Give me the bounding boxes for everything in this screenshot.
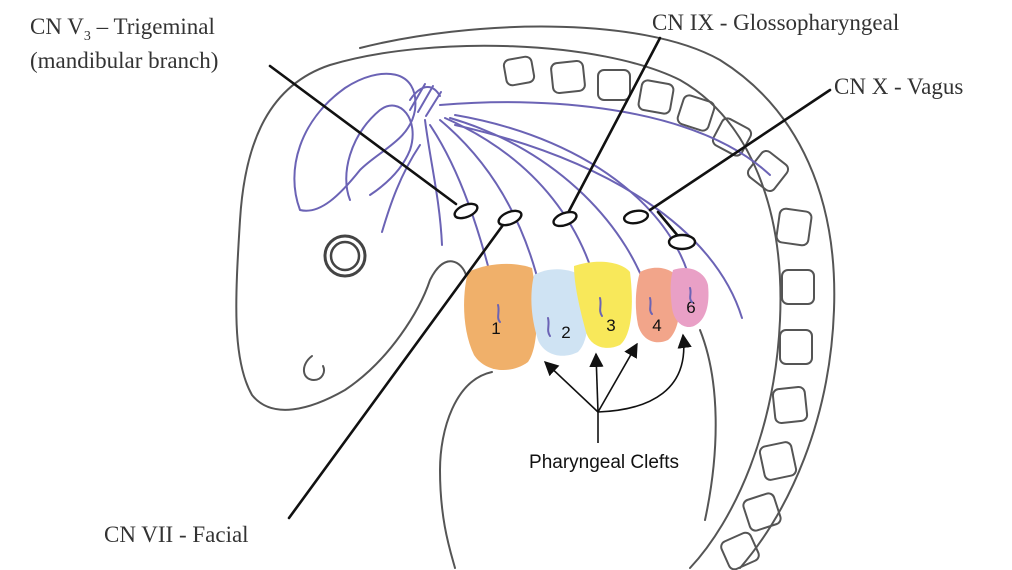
vagus-ring <box>622 209 650 225</box>
cleft-1-label: 1 <box>491 319 500 338</box>
glossopharyngeal-label: CN IX - Glossopharyngeal <box>652 10 899 35</box>
trigeminal-sub-label: (mandibular branch) <box>30 48 218 73</box>
glossopharyngeal-ring <box>552 210 578 228</box>
cleft-arrows <box>543 333 692 443</box>
nerve-endings <box>497 287 693 337</box>
brain <box>293 72 442 212</box>
cleft-3 <box>574 261 632 348</box>
pharyngeal-clefts-caption: Pharyngeal Clefts <box>529 452 679 473</box>
cleft-3-label: 3 <box>606 316 615 335</box>
cleft-6-label: 6 <box>686 298 695 317</box>
facial-ring <box>497 209 523 227</box>
pharyngeal-clefts: 1 2 3 4 6 <box>464 261 709 371</box>
cleft-1 <box>464 263 537 371</box>
cleft-2-label: 2 <box>561 323 570 342</box>
cleft-2 <box>531 269 589 356</box>
embryo-outline <box>235 25 836 569</box>
pointers <box>268 36 832 520</box>
vagus-label: CN X - Vagus <box>834 74 963 99</box>
cleft-4-label: 4 <box>652 316 661 335</box>
lower-vagus-ring <box>667 233 697 251</box>
facial-label: CN VII - Facial <box>104 522 249 547</box>
eye <box>323 234 367 278</box>
cleft-4 <box>635 267 680 343</box>
mouth <box>303 355 325 381</box>
trigeminal-label: CN V3 – Trigeminal <box>30 14 215 44</box>
trigeminal-ring <box>453 202 479 220</box>
